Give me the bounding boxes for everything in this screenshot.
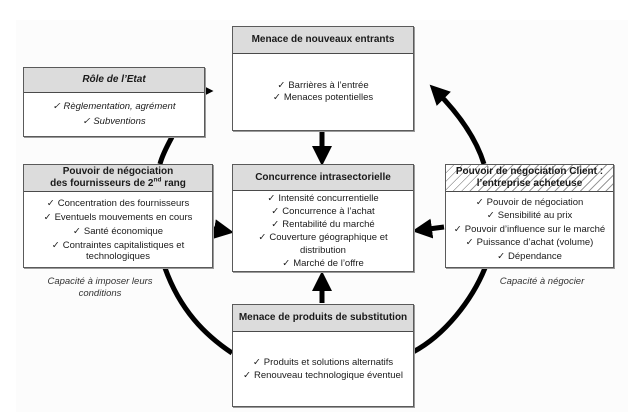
check-icon: ✓ [277, 80, 286, 91]
arrow-fournisseurs-to-concurrence [212, 219, 234, 240]
title-text: Rôle de l’Etat [82, 74, 146, 85]
box-role-etat-items: ✓Règlementation, agrément ✓Subventions [24, 93, 204, 136]
check-icon: ✓ [475, 196, 484, 208]
box-concurrence: Concurrence intrasectorielle ✓Intensité … [232, 164, 414, 272]
box-nouveaux-entrants-items: ✓Barrières à l’entrée ✓Menaces potentiel… [233, 54, 413, 130]
cycle-arc-etat-to-fournisseurs [157, 135, 175, 165]
list-item: ✓Concentration des fournisseurs [46, 197, 190, 209]
box-client: Pouvoir de négociation Client : l’entrep… [445, 164, 614, 268]
caption-client: Capacité à négocier [499, 276, 585, 287]
check-icon: ✓ [243, 370, 251, 381]
box-role-etat: Rôle de l’Etat ✓Règlementation, agrément… [23, 67, 205, 137]
list-item: ✓Couverture géographique et distribution [258, 232, 388, 256]
list-item: ✓Eventuels mouvements en cours [43, 211, 193, 223]
list-item: ✓Concurrence à l’achat [271, 206, 375, 217]
list-item: ✓Sensibilité au prix [486, 210, 573, 222]
list-item: ✓Marché de l’offre [282, 258, 364, 269]
list-item: ✓Règlementation, agrément [52, 101, 176, 112]
caption-fournisseurs: Capacité à imposer leurs conditions [47, 276, 153, 299]
check-icon: ✓ [465, 237, 474, 249]
box-fournisseurs: Pouvoir de négociation des fournisseurs … [23, 164, 213, 268]
box-substitution: Menace de produits de substitution ✓Prod… [232, 304, 414, 407]
check-icon: ✓ [51, 239, 60, 251]
list-item: ✓Dépendance [497, 250, 562, 262]
list-item: ✓Intensité concurrentielle [267, 193, 379, 204]
cycle-arc-client-to-entrants [429, 84, 487, 165]
check-icon: ✓ [46, 197, 55, 209]
check-icon: ✓ [271, 219, 280, 230]
arrow-client-to-concurrence [412, 218, 445, 239]
title-line-2: des fournisseurs de 2nd rang [50, 176, 186, 189]
list-item: ✓Renouveau technologique éventuel [243, 370, 403, 381]
box-substitution-items: ✓Produits et solutions alternatifs ✓Reno… [233, 332, 413, 406]
list-item: ✓Produits et solutions alternatifs [252, 357, 394, 368]
title-text: Menace de produits de substitution [238, 312, 408, 323]
box-client-title: Pouvoir de négociation Client : l’entrep… [446, 165, 613, 192]
box-concurrence-title: Concurrence intrasectorielle [233, 165, 413, 191]
list-item: ✓Pouvoir de négociation [475, 196, 584, 208]
check-icon: ✓ [82, 116, 91, 127]
box-fournisseurs-title: Pouvoir de négociation des fournisseurs … [24, 165, 212, 192]
check-icon: ✓ [453, 223, 462, 235]
check-icon: ✓ [52, 101, 61, 112]
box-role-etat-title: Rôle de l’Etat [24, 68, 204, 93]
check-icon: ✓ [486, 210, 495, 222]
check-icon: ✓ [43, 211, 52, 223]
box-substitution-title: Menace de produits de substitution [233, 305, 413, 332]
cycle-arc-substitution-to-client [411, 267, 488, 355]
check-icon: ✓ [267, 193, 276, 204]
list-item: ✓Santé économique [72, 225, 164, 237]
list-item: ✓Rentabilité du marché [271, 219, 375, 230]
check-icon: ✓ [72, 225, 81, 237]
box-nouveaux-entrants: Menace de nouveaux entrants ✓Barrières à… [232, 26, 414, 131]
list-item: ✓Subventions [82, 116, 146, 127]
check-icon: ✓ [271, 206, 280, 217]
list-item: ✓Pouvoir d’influence sur le marché [453, 223, 606, 235]
title-text: Menace de nouveaux entrants [251, 34, 395, 45]
list-item: ✓Puissance d’achat (volume) [465, 237, 594, 249]
title-line-1: Pouvoir de négociation [62, 166, 174, 177]
box-concurrence-items: ✓Intensité concurrentielle ✓Concurrence … [233, 191, 413, 271]
title-line-1: Pouvoir de négociation Client : [455, 166, 604, 177]
box-fournisseurs-items: ✓Concentration des fournisseurs ✓Eventue… [24, 192, 212, 267]
check-icon: ✓ [497, 250, 506, 262]
check-icon: ✓ [258, 232, 267, 243]
list-item: ✓Contraintes capitalistiques et technolo… [51, 239, 185, 262]
list-item: ✓Barrières à l’entrée [277, 80, 369, 91]
box-client-items: ✓Pouvoir de négociation ✓Sensibilité au … [446, 192, 613, 267]
cycle-arc-fournisseurs-to-substitution [162, 267, 234, 356]
title-text: Concurrence intrasectorielle [255, 171, 391, 183]
check-icon: ✓ [252, 357, 261, 368]
title-line-2: l’entreprise acheteuse [476, 178, 583, 189]
check-icon: ✓ [282, 258, 291, 269]
check-icon: ✓ [272, 92, 281, 103]
list-item: ✓Menaces potentielles [272, 92, 374, 103]
box-nouveaux-entrants-title: Menace de nouveaux entrants [233, 27, 413, 54]
